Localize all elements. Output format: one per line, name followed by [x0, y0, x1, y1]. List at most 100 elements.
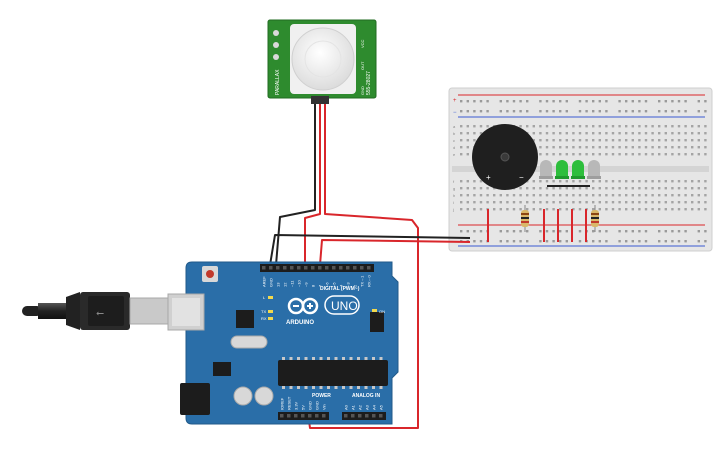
rx-led: [268, 317, 273, 320]
rail-hole: [545, 110, 549, 113]
rail-hole: [466, 110, 469, 113]
terminal-hole: [585, 153, 588, 156]
header-pin[interactable]: [367, 266, 371, 270]
chip-pin: [312, 386, 315, 389]
header-pin[interactable]: [318, 266, 322, 270]
wires: [269, 104, 590, 429]
terminal-hole: [532, 132, 535, 135]
rail-hole: [499, 100, 502, 103]
header-pin[interactable]: [315, 414, 319, 418]
rail-hole: [545, 230, 549, 233]
header-pin[interactable]: [290, 266, 294, 270]
terminal-hole: [585, 201, 588, 204]
row-letter: a: [453, 124, 456, 129]
terminal-hole: [466, 180, 469, 183]
terminal-hole: [572, 146, 575, 149]
terminal-hole: [493, 194, 496, 197]
header-pin[interactable]: [301, 414, 305, 418]
terminal-hole: [664, 146, 667, 149]
pin-label: 13: [276, 282, 281, 287]
header-pin[interactable]: [262, 266, 266, 270]
rail-hole: [479, 230, 483, 233]
terminal-hole: [611, 132, 615, 135]
terminal-hole: [466, 125, 469, 128]
reset-button-cap[interactable]: [206, 270, 214, 278]
terminal-hole: [691, 208, 694, 211]
terminal-hole: [598, 153, 601, 156]
header-pin[interactable]: [283, 266, 287, 270]
header-pin[interactable]: [325, 266, 329, 270]
terminal-hole: [625, 194, 628, 197]
terminal-hole: [664, 139, 667, 142]
header-pin[interactable]: [308, 414, 312, 418]
terminal-hole: [625, 208, 628, 211]
terminal-hole: [651, 153, 654, 156]
header-pin[interactable]: [379, 414, 383, 418]
terminal-hole: [638, 139, 641, 142]
terminal-hole: [704, 125, 707, 128]
header-pin[interactable]: [351, 414, 355, 418]
terminal-hole: [552, 153, 555, 156]
terminal-hole: [677, 132, 681, 135]
terminal-hole: [592, 132, 595, 135]
header-pin[interactable]: [304, 266, 308, 270]
terminal-hole: [618, 194, 621, 197]
header-pin[interactable]: [294, 414, 298, 418]
terminal-hole: [611, 201, 615, 204]
header-pin[interactable]: [332, 266, 336, 270]
rail-hole: [552, 240, 555, 243]
header-pin[interactable]: [344, 414, 348, 418]
terminal-hole: [644, 208, 648, 211]
rail-hole: [605, 240, 608, 243]
header-pin[interactable]: [311, 266, 315, 270]
on-led: [372, 309, 377, 312]
terminal-hole: [691, 132, 694, 135]
terminal-hole: [592, 180, 595, 183]
terminal-hole: [644, 125, 648, 128]
terminal-hole: [559, 139, 562, 142]
header-pin[interactable]: [276, 266, 280, 270]
terminal-hole: [519, 201, 522, 204]
terminal-hole: [559, 194, 562, 197]
header-pin[interactable]: [360, 266, 364, 270]
terminal-hole: [625, 201, 628, 204]
rail-hole: [664, 230, 667, 233]
header-pin[interactable]: [339, 266, 343, 270]
terminal-hole: [651, 146, 654, 149]
header-pin[interactable]: [297, 266, 301, 270]
terminal-hole: [572, 187, 575, 190]
terminal-hole: [651, 187, 654, 190]
header-pin[interactable]: [322, 414, 326, 418]
terminal-hole: [611, 180, 615, 183]
chip-pin: [297, 357, 300, 360]
terminal-hole: [552, 187, 555, 190]
terminal-hole: [526, 201, 529, 204]
usb-plug-metal: [129, 297, 171, 325]
terminal-hole: [658, 132, 661, 135]
terminal-hole: [605, 153, 608, 156]
terminal-hole: [631, 180, 634, 183]
rail-hole: [512, 240, 516, 243]
terminal-hole: [572, 139, 575, 142]
header-pin[interactable]: [358, 414, 362, 418]
pin-label: ~3: [346, 282, 351, 287]
usb-plug-grip: [88, 296, 124, 326]
terminal-hole: [473, 208, 476, 211]
header-pin[interactable]: [372, 414, 376, 418]
header-pin[interactable]: [365, 414, 369, 418]
cable: [38, 303, 68, 319]
rail-hole: [592, 230, 595, 233]
header-pin[interactable]: [269, 266, 273, 270]
pin-label: ~5: [332, 282, 337, 287]
header-pin[interactable]: [353, 266, 357, 270]
terminal-hole: [559, 187, 562, 190]
rail-hole: [578, 110, 582, 113]
rail-hole: [618, 110, 621, 113]
rail-hole: [506, 230, 509, 233]
header-pin[interactable]: [287, 414, 291, 418]
header-pin[interactable]: [280, 414, 284, 418]
terminal-hole: [631, 208, 634, 211]
header-pin[interactable]: [346, 266, 350, 270]
terminal-hole: [611, 125, 615, 128]
terminal-hole: [671, 146, 674, 149]
